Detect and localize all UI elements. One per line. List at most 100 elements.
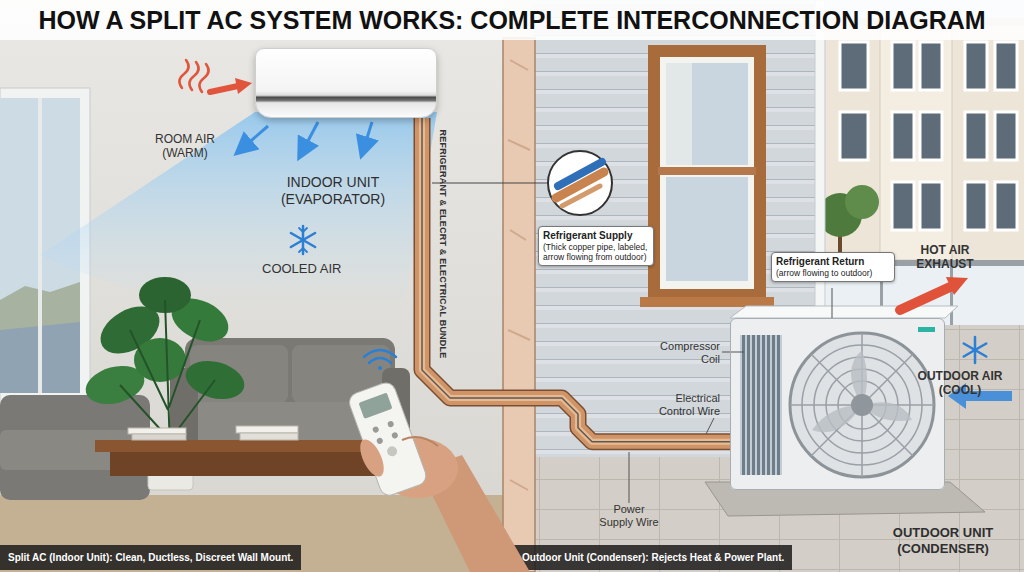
- cool-air-stream: [362, 122, 372, 154]
- outdoor-unit-body: [730, 306, 958, 490]
- terrace: [950, 266, 953, 325]
- band-text: Split AC (Indoor Unit): Clean, Ductless,…: [8, 552, 293, 563]
- part-label: Compressor Coil: [646, 340, 720, 365]
- unit-heading: INDOOR UNIT (EVAPORATOR): [272, 174, 394, 208]
- airflow-label: OUTDOOR AIR (COOL): [908, 370, 1012, 398]
- house-window: [666, 63, 692, 165]
- sky-and-building: [845, 185, 879, 219]
- callout-heading: Refrigerant Supply: [543, 230, 649, 242]
- leader-line: [629, 452, 630, 503]
- hand-with-remote: [372, 426, 380, 434]
- house-window: [648, 45, 766, 300]
- hot-air-arrow: [900, 287, 950, 310]
- wall-cross-section: [503, 38, 535, 572]
- outdoor-unit-body: [730, 318, 945, 490]
- leader-line: [722, 352, 744, 353]
- sky-and-building: [840, 42, 1017, 230]
- sky-and-building: [920, 112, 942, 160]
- house-window: [666, 177, 748, 281]
- hot-air-arrow: [900, 277, 968, 310]
- outdoor-unit-body: [812, 350, 912, 432]
- snowflake-icon: [964, 344, 987, 357]
- callout-note: (Thick copper pipe, labeled, arrow flowi…: [543, 242, 649, 262]
- wifi-symbol: [378, 366, 382, 370]
- outdoor-unit-body: [790, 333, 934, 477]
- snowflake-icon: [291, 226, 315, 254]
- part-label: Power Supply Wire: [596, 503, 662, 528]
- sofa: [392, 458, 398, 472]
- warm-air-symbol: [210, 86, 238, 92]
- house-window: [640, 45, 774, 307]
- sky-and-building: [995, 112, 1017, 160]
- sky-and-building: [892, 42, 914, 90]
- wifi-symbol: [369, 358, 391, 363]
- coffee-table: [95, 426, 395, 476]
- warm-air-symbol: [235, 78, 252, 94]
- outdoor-unit-body: [790, 333, 934, 477]
- outdoor-unit-body: [918, 327, 935, 332]
- pipe-inset: [432, 183, 548, 184]
- unit-heading: OUTDOOR UNIT (CONDENSER): [877, 525, 1009, 556]
- snowflake-icon: [291, 233, 315, 247]
- wall-cross-section: [503, 38, 535, 572]
- diagram-title: HOW A SPLIT AC SYSTEM WORKS: COMPLETE IN…: [0, 0, 1024, 40]
- hand-with-remote: [355, 436, 388, 480]
- sky-and-building: [965, 112, 987, 160]
- caption-band: Split AC (Indoor Unit): Clean, Ductless,…: [0, 545, 301, 570]
- pipe-inset: [548, 151, 612, 215]
- callout-box: Refrigerant Supply(Thick copper pipe, la…: [538, 226, 654, 266]
- sky-and-building: [965, 42, 987, 90]
- coffee-table: [236, 426, 298, 433]
- callout-note: (arrow flowing to outdoor): [776, 268, 890, 278]
- airflow-label: ROOM AIR (WARM): [143, 133, 227, 161]
- coffee-table: [132, 434, 186, 440]
- hand-with-remote: [376, 437, 384, 445]
- cool-air-stream: [40, 112, 437, 311]
- sky-and-building: [892, 182, 914, 230]
- room-window: [38, 98, 42, 393]
- hand-with-remote: [359, 393, 393, 419]
- sky-and-building: [880, 30, 952, 260]
- caption-band: Outdoor Unit (Condenser): Rejects Heat &…: [514, 545, 792, 570]
- outdoor-unit-body: [740, 335, 782, 475]
- warm-air-symbol: [179, 60, 252, 94]
- sky-and-building: [840, 112, 868, 160]
- hand-with-remote: [387, 420, 395, 428]
- wifi-symbol: [364, 350, 396, 370]
- callout-heading: Refrigerant Return: [776, 256, 890, 268]
- hand-with-remote: [378, 438, 458, 498]
- pipe-inset: [558, 162, 602, 186]
- plant: [134, 338, 186, 382]
- cool-air-stream: [40, 112, 437, 311]
- band-text: Outdoor Unit (Condenser): Rejects Heat &…: [522, 552, 784, 563]
- airflow-label: HOT AIR EXHAUST: [905, 244, 985, 272]
- cool-air-stream: [300, 122, 318, 156]
- leader-line: [832, 288, 833, 318]
- sky-and-building: [892, 112, 914, 160]
- sky-and-building: [965, 182, 987, 230]
- sky-and-building: [920, 182, 942, 230]
- house-window: [666, 63, 748, 165]
- coffee-table: [95, 440, 395, 452]
- warm-air-symbol: [179, 60, 188, 88]
- sky-and-building: [840, 42, 868, 90]
- hand-with-remote: [347, 380, 429, 498]
- snowflake-icon: [964, 337, 987, 363]
- leader-line: [706, 418, 714, 434]
- room-wall: [0, 0, 505, 572]
- hand-with-remote: [391, 432, 399, 440]
- airflow-label: COOLED AIR: [262, 262, 341, 277]
- wall-cross-section: [508, 60, 530, 490]
- wifi-symbol: [364, 350, 396, 357]
- warm-air-symbol: [189, 62, 198, 90]
- sky-and-building: [920, 42, 942, 90]
- house-window: [658, 167, 756, 175]
- indoor-unit: INDOOR UNIT (EVAPORATOR): [255, 48, 437, 118]
- sky-and-building: [995, 42, 1017, 90]
- room-wall: [0, 495, 505, 572]
- hand-with-remote: [402, 437, 438, 446]
- snowflake-icon: [291, 233, 315, 247]
